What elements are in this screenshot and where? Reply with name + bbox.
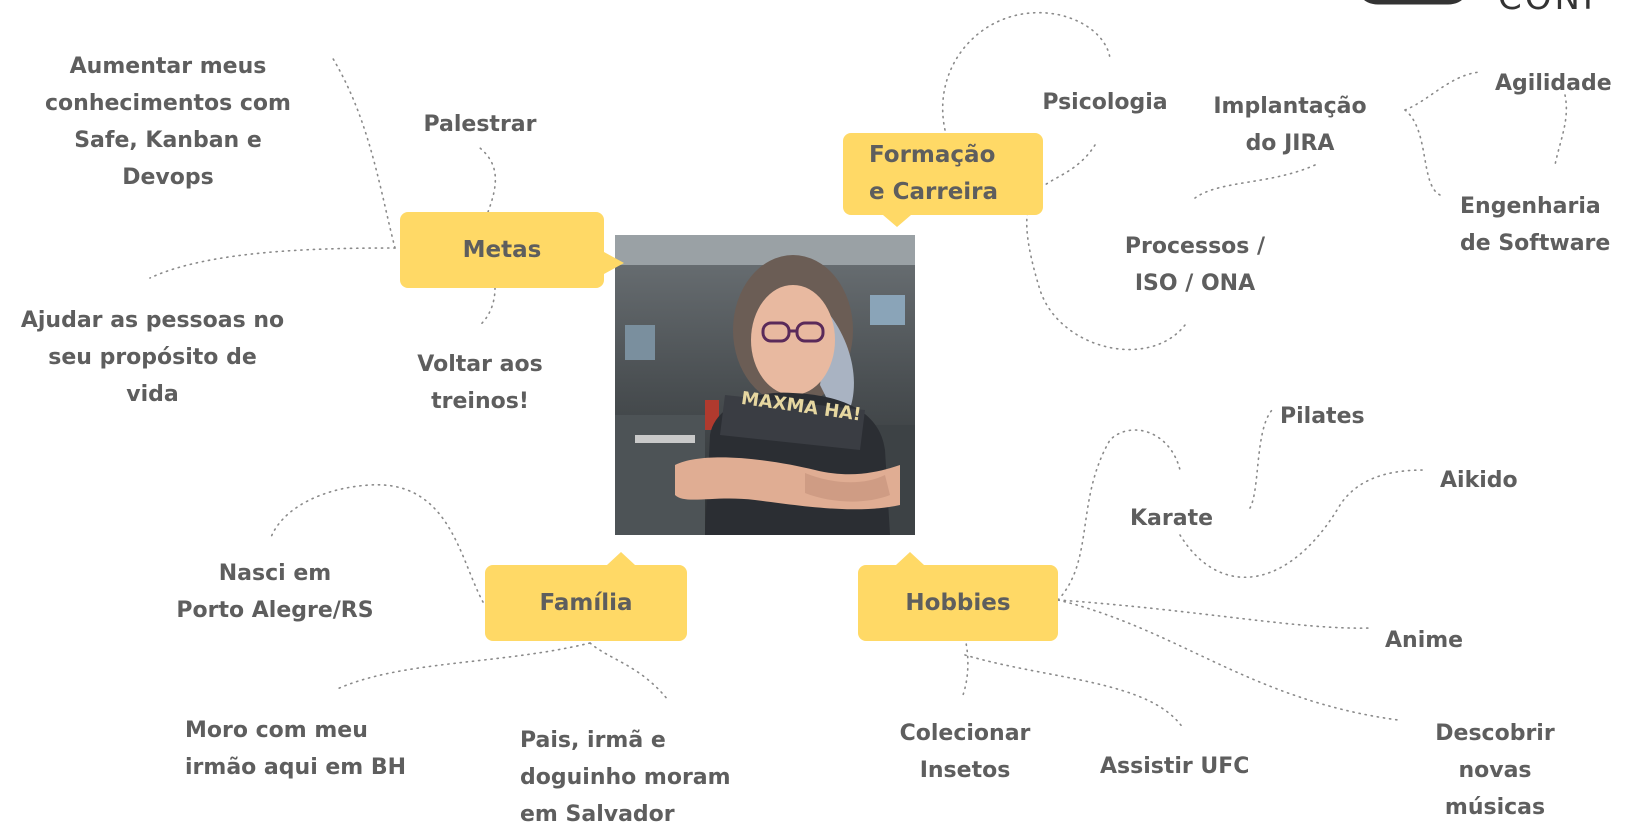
connector-hobbies-anime (1057, 599, 1371, 629)
leaf-palestrar: Palestrar (423, 112, 537, 137)
leaf-colecionar-insetos: Colecionar Insetos (899, 721, 1031, 783)
logo-text: CONF (1498, 0, 1606, 18)
category-familia: Família (485, 552, 687, 641)
leaf-engenharia-software: Engenharia de Software (1460, 194, 1611, 256)
logo-mark-icon (1364, 0, 1462, 5)
category-formacao-line-2: e Carreira (869, 179, 999, 205)
connector-formacao-psicologia (941, 11, 1111, 131)
connector-hobbies-colecionar (962, 637, 969, 696)
connector-metas-ajudar (149, 247, 396, 279)
leaf-moro-com-meu: Moro com meu irmão aqui em BH (185, 718, 407, 780)
connector-jira-processos (1194, 164, 1316, 199)
connector-jira-engenharia (1404, 109, 1441, 196)
connector-formacao-loop (1025, 144, 1186, 351)
leaf-psicologia: Psicologia (1042, 90, 1168, 115)
connector-metas-aumentar (331, 56, 396, 249)
connector-familia-pais (589, 642, 669, 701)
connector-hobbies-ufc (964, 654, 1184, 729)
connector-metas-voltar (479, 287, 496, 326)
leaf-processos-iso: Processos / ISO / ONA (1124, 234, 1266, 296)
connector-karate-aikido (1179, 469, 1426, 579)
leaf-ajudar-pessoas: Ajudar as pessoas no seu propósito de vi… (20, 308, 285, 407)
leaf-implantacao-jira: Implantação do JIRA (1213, 94, 1367, 156)
leaf-karate: Karate (1130, 506, 1214, 531)
conference-logo: CONF (1350, 0, 1637, 20)
category-familia-label: Família (539, 589, 633, 616)
leaf-nasci-em: Nasci em Porto Alegre/RS (176, 561, 374, 623)
connector-hobbies-karate (1057, 429, 1181, 601)
profile-photo: MAXMA HA! (615, 235, 915, 535)
category-formacao-carreira: Formação e Carreira (843, 133, 1043, 227)
connector-metas-palestrar (479, 147, 497, 213)
connector-jira-agilidade (1404, 71, 1481, 111)
leaf-descobrir-musicas: Descobrir novas músicas (1435, 721, 1555, 820)
category-hobbies-label: Hobbies (905, 589, 1011, 616)
leaf-aumentar-conhecimentos: Aumentar meus conhecimentos com Safe, Ka… (45, 54, 291, 190)
category-formacao-line-1: Formação (869, 142, 996, 168)
leaf-agilidade: Agilidade (1495, 71, 1612, 96)
leaf-aikido: Aikido (1440, 468, 1518, 493)
category-hobbies: Hobbies (858, 552, 1058, 641)
connector-hobbies-musicas (1057, 599, 1399, 721)
connector-agilidade-engenharia (1554, 94, 1568, 166)
connector-familia-nasci (269, 484, 484, 603)
leaf-pais-irma: Pais, irmã e doguinho moram em Salvador (520, 728, 731, 827)
connector-familia-moro (334, 642, 591, 691)
leaf-voltar-treinos: Voltar aos treinos! (417, 352, 543, 414)
category-metas: Metas (400, 212, 624, 288)
category-formacao-label: Formação e Carreira (869, 137, 998, 211)
leaf-assistir-ufc: Assistir UFC (1100, 754, 1250, 779)
leaf-anime: Anime (1385, 628, 1464, 653)
leaf-pilates: Pilates (1280, 404, 1365, 429)
connector-karate-pilates (1249, 409, 1273, 509)
category-metas-label: Metas (462, 236, 542, 263)
